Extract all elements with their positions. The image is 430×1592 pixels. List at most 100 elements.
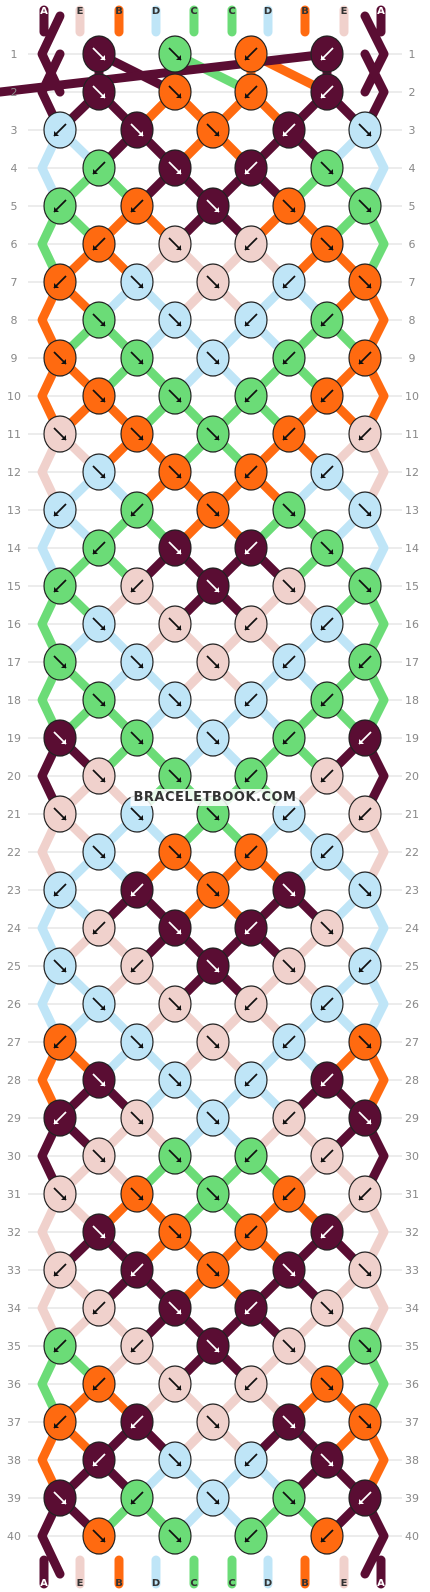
knot-arrowhead-icon bbox=[245, 93, 250, 98]
row-number-right: 2 bbox=[409, 86, 416, 99]
row-number-right: 26 bbox=[405, 998, 419, 1011]
knot-arrowhead-icon bbox=[100, 1233, 105, 1238]
knot bbox=[82, 301, 116, 339]
knot bbox=[310, 453, 344, 491]
row-number-left: 37 bbox=[7, 1416, 21, 1429]
strand-label-top: D bbox=[152, 6, 160, 17]
knot bbox=[272, 263, 306, 301]
knot bbox=[348, 1327, 382, 1365]
row-number-left: 36 bbox=[7, 1378, 21, 1391]
knot bbox=[43, 1023, 77, 1061]
knot bbox=[120, 1099, 154, 1137]
knot-arrowhead-icon bbox=[93, 1461, 98, 1466]
row-number-right: 28 bbox=[405, 1074, 419, 1087]
knot bbox=[82, 1061, 116, 1099]
knot bbox=[234, 833, 268, 871]
knot-arrowhead-icon bbox=[100, 1157, 105, 1162]
knot-arrowhead-icon bbox=[138, 1119, 143, 1124]
knot-arrowhead-icon bbox=[61, 967, 66, 972]
knot-arrowhead-icon bbox=[359, 663, 364, 668]
knot-arrowhead-icon bbox=[290, 1423, 295, 1428]
knot bbox=[348, 111, 382, 149]
knot bbox=[196, 567, 230, 605]
knot bbox=[120, 1175, 154, 1213]
knot bbox=[120, 1479, 154, 1517]
knot bbox=[43, 1327, 77, 1365]
knot bbox=[158, 909, 192, 947]
knot bbox=[348, 263, 382, 301]
knot bbox=[158, 149, 192, 187]
knot bbox=[234, 681, 268, 719]
knot bbox=[272, 1175, 306, 1213]
knot bbox=[310, 1365, 344, 1403]
knot bbox=[196, 1175, 230, 1213]
knot bbox=[158, 35, 192, 73]
knot bbox=[234, 605, 268, 643]
row-number-left: 15 bbox=[7, 580, 21, 593]
knot-arrowhead-icon bbox=[131, 1271, 136, 1276]
strand-label-top: A bbox=[40, 6, 48, 17]
row-number-right: 27 bbox=[405, 1036, 419, 1049]
knot bbox=[348, 1023, 382, 1061]
knot-arrowhead-icon bbox=[245, 625, 250, 630]
row-number-left: 30 bbox=[7, 1150, 21, 1163]
knot bbox=[120, 187, 154, 225]
knot bbox=[234, 149, 268, 187]
knot-arrowhead-icon bbox=[321, 473, 326, 478]
row-number-right: 31 bbox=[405, 1188, 419, 1201]
knot-arrowhead-icon bbox=[100, 701, 105, 706]
knot bbox=[82, 377, 116, 415]
row-number-left: 26 bbox=[7, 998, 21, 1011]
row-number-left: 18 bbox=[7, 694, 21, 707]
row-number-left: 38 bbox=[7, 1454, 21, 1467]
knot bbox=[158, 757, 192, 795]
row-number-right: 24 bbox=[405, 922, 419, 935]
knot bbox=[234, 225, 268, 263]
knot-arrowhead-icon bbox=[61, 1499, 66, 1504]
row-number-right: 30 bbox=[405, 1150, 419, 1163]
knot-arrowhead-icon bbox=[100, 1081, 105, 1086]
knot bbox=[43, 1403, 77, 1441]
row-number-left: 4 bbox=[11, 162, 18, 175]
knot bbox=[82, 225, 116, 263]
row-number-left: 21 bbox=[7, 808, 21, 821]
row-number-right: 25 bbox=[405, 960, 419, 973]
knot-arrowhead-icon bbox=[93, 929, 98, 934]
knot-arrowhead-icon bbox=[61, 359, 66, 364]
knot-arrowhead-icon bbox=[176, 397, 181, 402]
row-number-right: 12 bbox=[405, 466, 419, 479]
row-number-left: 22 bbox=[7, 846, 21, 859]
knot bbox=[196, 187, 230, 225]
strand-label-top: B bbox=[115, 6, 123, 17]
knot-arrowhead-icon bbox=[245, 853, 250, 858]
knot bbox=[82, 73, 116, 111]
knot-arrowhead-icon bbox=[245, 1537, 250, 1542]
knot bbox=[348, 719, 382, 757]
knot-arrowhead-icon bbox=[245, 1309, 250, 1314]
knot bbox=[272, 1403, 306, 1441]
row-number-left: 35 bbox=[7, 1340, 21, 1353]
knot-arrowhead-icon bbox=[283, 283, 288, 288]
knot-arrowhead-icon bbox=[245, 1233, 250, 1238]
knot bbox=[158, 377, 192, 415]
knot-arrowhead-icon bbox=[245, 1005, 250, 1010]
knot bbox=[196, 1327, 230, 1365]
knot-arrowhead-icon bbox=[100, 397, 105, 402]
row-number-right: 3 bbox=[409, 124, 416, 137]
knot-arrowhead-icon bbox=[245, 1081, 250, 1086]
knot bbox=[272, 111, 306, 149]
knot-arrowhead-icon bbox=[290, 1271, 295, 1276]
knot-arrowhead-icon bbox=[131, 587, 136, 592]
knot bbox=[120, 643, 154, 681]
knot bbox=[272, 947, 306, 985]
knot bbox=[196, 719, 230, 757]
row-number-left: 27 bbox=[7, 1036, 21, 1049]
knot bbox=[196, 1251, 230, 1289]
knot bbox=[234, 1517, 268, 1555]
knot-arrowhead-icon bbox=[366, 1271, 371, 1276]
knot bbox=[234, 453, 268, 491]
row-number-left: 33 bbox=[7, 1264, 21, 1277]
knot-arrowhead-icon bbox=[214, 739, 219, 744]
knot-arrowhead-icon bbox=[321, 1081, 326, 1086]
